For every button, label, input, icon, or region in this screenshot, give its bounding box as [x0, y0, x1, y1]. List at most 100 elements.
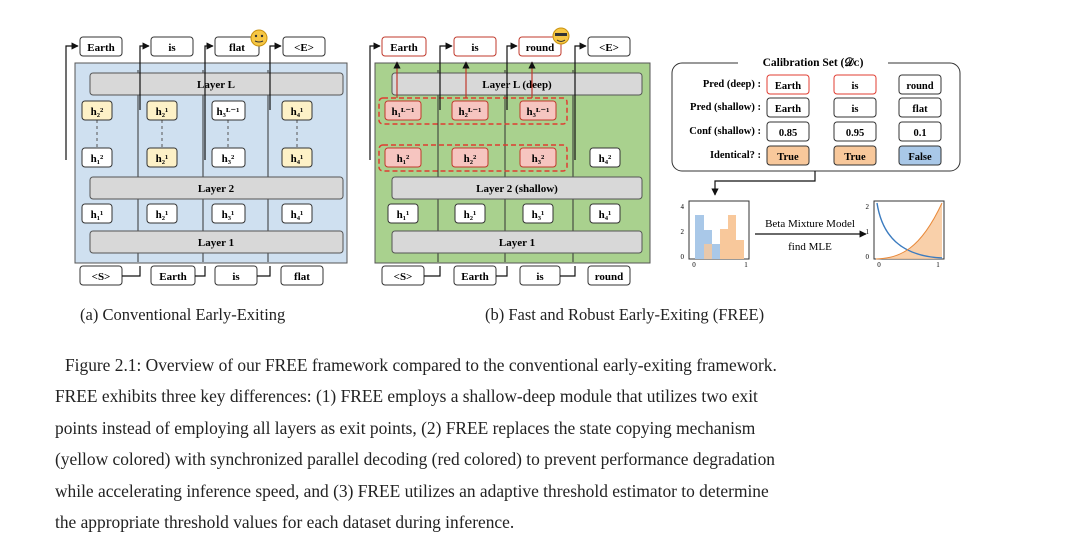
- panel-b-hidden-bot-1: [387, 203, 419, 224]
- panel-b-hidden-top-2-label: h₂ᴸ⁻¹: [459, 106, 482, 118]
- panel-a-hidden-bot-1: [81, 203, 113, 224]
- panel-b-input-1-label: <S>: [394, 271, 413, 283]
- panel-a-hidden-top-4: [281, 100, 313, 121]
- panel-b-hidden-top-1-label: h₁ᴸ⁻¹: [392, 106, 415, 118]
- panel-b-hidden-mid-1-label: h₁²: [397, 153, 410, 165]
- beta-curves-plot: 2 1 0 0 1: [866, 200, 945, 269]
- calibration-title: Calibration Set (𝒟ᴄ): [763, 56, 864, 69]
- panel-a-hidden-mid-1-label: h₁²: [91, 153, 104, 165]
- panel-a-hidden-bot-2-label: h₂¹: [156, 209, 169, 221]
- caption-line-1: Figure 2.1: Overview of our FREE framewo…: [65, 355, 777, 375]
- panel-b-layer-bot-label: Layer 1: [499, 237, 535, 249]
- panel-a-layer-bot: [89, 230, 344, 254]
- panel-b-output-2: [453, 36, 497, 57]
- histogram-plot: 4 2 0 0 1: [681, 200, 750, 269]
- panel-a-hidden-bot-1-label: h₁¹: [91, 209, 104, 221]
- panel-a-hidden-mid-2: [146, 147, 178, 168]
- panel-b-output-4-label: <E>: [599, 42, 619, 54]
- panel-a-input-4: [280, 265, 324, 286]
- panel-b-hidden-mid-4: [589, 147, 621, 168]
- panel-b-input-4-label: round: [595, 271, 624, 283]
- panel-a-caption: (a) Conventional Early-Exiting: [80, 305, 286, 324]
- panel-b-layer-top: [391, 72, 643, 96]
- panel-b-hidden-bot-1-label: h₁¹: [397, 209, 410, 221]
- panel-a-hidden-top-4-label: h₄¹: [291, 106, 304, 118]
- conf-shallow-2: 0.95: [846, 128, 864, 139]
- curve-x-tick-0: 0: [877, 261, 881, 269]
- panel-a-output-4-label: <E>: [294, 42, 314, 54]
- panel-b-output-1: [381, 36, 427, 57]
- conf-shallow-1: 0.85: [779, 128, 797, 139]
- panel-a-hidden-top-3: [211, 100, 246, 121]
- curve-y-tick-2: 2: [866, 203, 870, 211]
- panel-a-input-1-label: <S>: [92, 271, 111, 283]
- panel-b-hidden-top-1: [384, 100, 422, 121]
- panel-a-output-1: [79, 36, 123, 57]
- panel-b-hidden-bot-3: [522, 203, 554, 224]
- identical-1: True: [777, 152, 799, 163]
- panel-a-hidden-mid-4-label: h₄¹: [291, 153, 304, 165]
- panel-a-input-3-label: is: [232, 271, 240, 283]
- panel-b-hidden-top-2: [451, 100, 489, 121]
- panel-a-hidden-mid-4: [281, 147, 313, 168]
- pred-deep-3: round: [906, 81, 933, 92]
- curve-y-tick-1: 1: [866, 228, 870, 236]
- row-pred-shallow-label: Pred (shallow) :: [690, 102, 761, 113]
- panel-b-hidden-top-3: [519, 100, 557, 121]
- panel-a-input-4-label: flat: [294, 271, 310, 283]
- panel-a-hidden-top-1: [81, 100, 113, 121]
- panel-a-layer-top: [89, 72, 344, 96]
- panel-b-hidden-mid-4-label: h₄²: [599, 153, 612, 165]
- panel-b: Layer L (deep) Layer 2 (shallow) Layer 1…: [369, 27, 651, 286]
- figure-diagram: Layer L Layer 2 Layer 1 h₂² h₂¹ h₃ᴸ⁻¹ h₄…: [65, 27, 961, 286]
- panel-a-hidden-bot-4-label: h₄¹: [291, 209, 304, 221]
- pred-shallow-3: flat: [912, 104, 928, 115]
- panel-b-input-3-label: is: [536, 271, 544, 283]
- panel-a-output-3-label: flat: [229, 42, 245, 54]
- hist-y-tick-2: 2: [681, 228, 685, 236]
- panel-a-layer-mid: [89, 176, 344, 200]
- curve-x-tick-1: 1: [936, 261, 940, 269]
- panel-b-layer-top-label: Layer L (deep): [482, 79, 552, 91]
- panel-a-hidden-bot-2: [146, 203, 178, 224]
- panel-b-hidden-mid-3-label: h₃²: [532, 153, 545, 165]
- pred-shallow-2: is: [851, 104, 858, 115]
- panel-b-output-2-label: is: [471, 42, 479, 54]
- panel-b-hidden-bot-4: [589, 203, 621, 224]
- parallel-group-top: [378, 97, 568, 125]
- caption-line-4: (yellow colored) with synchronized paral…: [55, 449, 775, 470]
- parallel-group-mid: [378, 144, 568, 172]
- panel-b-output-3-label: round: [526, 42, 555, 54]
- panel-b-hidden-bot-2: [454, 203, 486, 224]
- hist-x-tick-1: 1: [744, 261, 748, 269]
- panel-a-hidden-bot-4: [281, 203, 313, 224]
- panel-a-output-4: [282, 36, 326, 57]
- hist-x-tick-0: 0: [692, 261, 696, 269]
- panel-a-output-1-label: Earth: [87, 42, 115, 54]
- caption-line-6: the appropriate threshold values for eac…: [55, 512, 515, 533]
- panel-b-hidden-mid-2: [451, 147, 489, 168]
- panel-b-hidden-bot-2-label: h₂¹: [464, 209, 477, 221]
- caption-line-3: points instead of employing all layers a…: [55, 417, 756, 438]
- hist-y-tick-4: 4: [681, 203, 685, 211]
- panel-a-output-2-label: is: [168, 42, 176, 54]
- caption-line-2: FREE exhibits three key differences: (1)…: [55, 386, 758, 407]
- identical-2: True: [844, 152, 866, 163]
- pred-deep-2: is: [851, 81, 858, 92]
- panel-b-hidden-mid-1: [384, 147, 422, 168]
- caption-line-5: while accelerating inference speed, and …: [55, 480, 769, 501]
- row-conf-shallow-label: Conf (shallow) :: [689, 126, 761, 137]
- find-mle-label: find MLE: [788, 241, 832, 253]
- cool-emoji-icon: [552, 27, 570, 45]
- panel-a-hidden-mid-1: [81, 147, 113, 168]
- panel-a-input-2-label: Earth: [159, 271, 187, 283]
- calibration-set: Calibration Set (𝒟ᴄ) Pred (deep) : Pred …: [671, 54, 961, 269]
- panel-b-output-4: [587, 36, 631, 57]
- panel-b-input-4: [587, 265, 631, 286]
- panel-a-hidden-top-3-label: h₃ᴸ⁻¹: [217, 106, 240, 118]
- panel-b-output-1-label: Earth: [390, 42, 418, 54]
- pred-deep-1: Earth: [775, 81, 801, 92]
- row-pred-deep-label: Pred (deep) :: [703, 79, 761, 90]
- panel-a-hidden-top-2-label: h₂¹: [156, 106, 169, 118]
- panel-b-hidden-bot-3-label: h₃¹: [532, 209, 545, 221]
